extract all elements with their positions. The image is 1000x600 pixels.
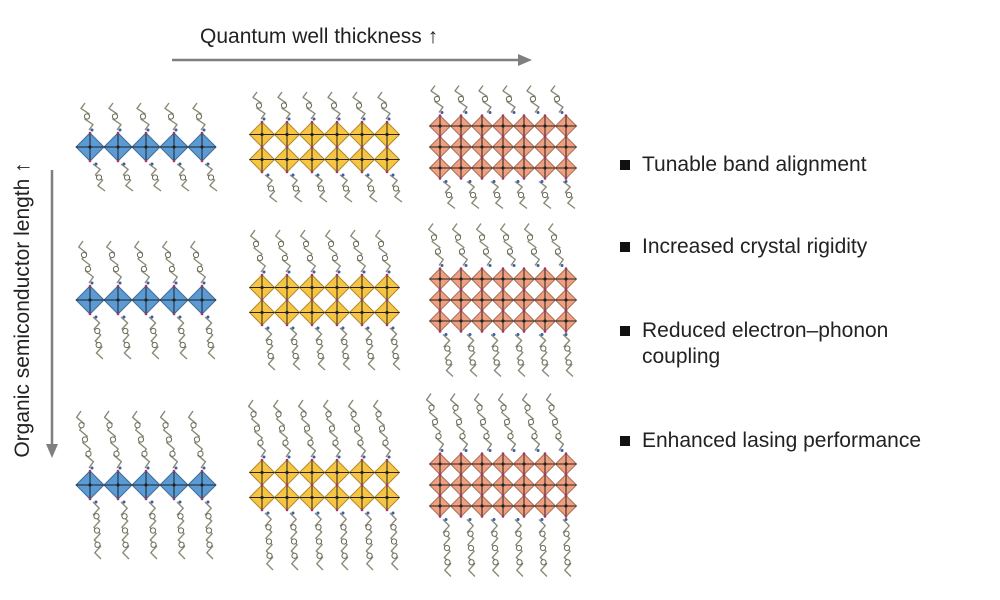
bullet-item-electron-phonon: Reduced electron–phonon coupling — [620, 318, 962, 370]
ligand-chain — [442, 333, 454, 378]
y-axis-arrow — [46, 170, 58, 458]
ligand-chain — [289, 327, 301, 371]
bullet-item-crystal-rigidity: Increased crystal rigidity — [620, 234, 987, 260]
ligand-chain — [189, 240, 207, 284]
structure-cell-r2-c3 — [428, 223, 578, 378]
y-axis-title-wrap: Organic semiconductor length ↑ — [8, 100, 38, 520]
ligand-chain — [264, 327, 276, 371]
structure-cell-r1-c3 — [428, 85, 578, 210]
ligand-chain — [161, 240, 179, 284]
structure-cell-r2-c2 — [248, 229, 401, 371]
ligand-chain — [325, 229, 341, 273]
y-axis-title: Organic semiconductor length ↑ — [11, 162, 34, 458]
ligand-chain — [92, 316, 104, 360]
ligand-chain — [105, 240, 123, 284]
property-list: Tunable band alignment Increased crystal… — [620, 0, 1000, 600]
ligand-chain — [500, 223, 516, 266]
x-axis-title: Quantum well thickness ↑ — [200, 25, 439, 48]
square-bullet-icon — [620, 160, 630, 170]
ligand-chain — [350, 229, 366, 273]
ligand-chain — [428, 223, 444, 266]
ligand-chain — [133, 240, 151, 284]
ligand-chain — [562, 333, 574, 378]
bullet-item-band-alignment: Tunable band alignment — [620, 152, 987, 178]
ligand-chain — [176, 316, 188, 360]
x-axis-arrow — [172, 54, 532, 66]
ligand-chain — [364, 327, 376, 371]
square-bullet-icon — [620, 436, 630, 446]
structure-cell-r3-c1 — [75, 410, 217, 560]
structure-cell-r2-c1 — [75, 240, 217, 360]
ligand-chain — [77, 240, 95, 284]
ligand-chain — [490, 333, 502, 378]
structure-cell-r3-c3 — [425, 393, 578, 577]
ligand-chain — [476, 223, 492, 266]
square-bullet-icon — [620, 242, 630, 252]
ligand-chain — [538, 333, 550, 378]
ligand-chain — [120, 316, 132, 360]
ligand-chain — [548, 223, 564, 266]
ligand-chain — [148, 316, 160, 360]
ligand-chain — [524, 223, 540, 266]
structure-cell-r1-c2 — [248, 91, 403, 203]
ligand-chain — [204, 316, 216, 360]
bullet-item-lasing: Enhanced lasing performance — [620, 428, 987, 454]
ligand-chain — [389, 327, 401, 371]
ligand-chain — [339, 327, 351, 371]
structure-cell-r1-c1 — [75, 102, 218, 192]
ligand-chain — [466, 333, 478, 378]
ligand-chain — [300, 229, 316, 273]
ligand-chain — [314, 327, 326, 371]
ligand-chain — [452, 223, 468, 266]
structure-cell-r3-c2 — [247, 399, 401, 571]
ligand-chain — [275, 229, 291, 273]
ligand-chain — [249, 229, 266, 273]
ligand-chain — [375, 229, 391, 273]
square-bullet-icon — [620, 326, 630, 336]
ligand-chain — [514, 333, 526, 378]
